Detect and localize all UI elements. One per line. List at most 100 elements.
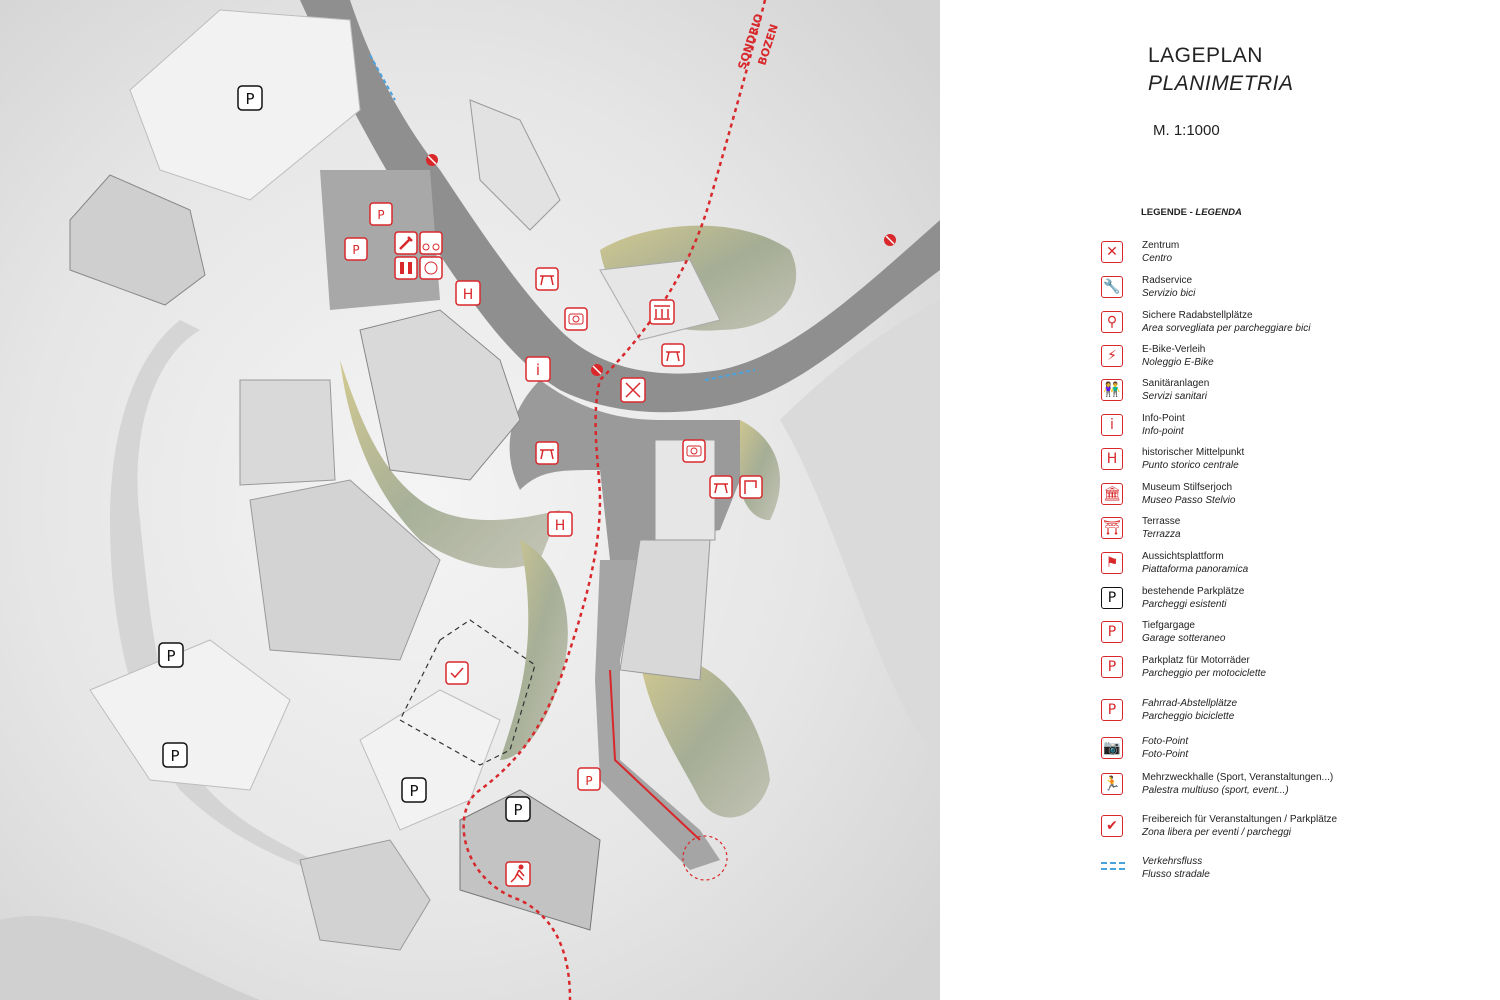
legend-label-de: Verkehrsfluss: [1142, 856, 1203, 867]
parking-lot-left: [89, 639, 291, 791]
terrace-marker: [535, 267, 559, 291]
legend-label-it: Flusso stradale: [1142, 869, 1210, 880]
toilet-marker: [394, 256, 418, 280]
runner-icon: 🏃: [1101, 773, 1123, 795]
parking-lot-center: [359, 689, 501, 831]
legend-label-de: Foto-Point: [1142, 736, 1189, 747]
motorcycle-parking-icon: P: [1101, 656, 1123, 678]
parking-marker: P: [401, 777, 427, 803]
terrain-ridge-right: [780, 300, 940, 760]
bike-parking-marker: P: [344, 237, 368, 261]
terrain-ridge: [0, 916, 260, 1000]
svg-text:P: P: [352, 243, 359, 257]
map-scale: M. 1:1000: [1153, 122, 1220, 139]
svg-text:P: P: [513, 801, 522, 819]
center-marker: [620, 377, 646, 403]
svg-text:i: i: [536, 361, 540, 379]
svg-text:P: P: [377, 208, 384, 222]
event-zone-outline: [399, 619, 536, 766]
parking-marker: P: [237, 85, 263, 111]
svg-text:H: H: [555, 518, 566, 534]
legend-label-de: Sichere Radabstellplätze: [1142, 310, 1253, 321]
bike-parking-icon: P: [1101, 699, 1123, 721]
underground-parking-marker: P: [577, 767, 601, 791]
legend-label-de: E-Bike-Verleih: [1142, 344, 1206, 355]
camera-marker: [564, 307, 588, 331]
legend-label-it: Noleggio E-Bike: [1142, 357, 1214, 368]
access-road: [595, 560, 720, 870]
traffic-flow-line: [1101, 868, 1125, 870]
site-map: SONDRIO BOZEN P P P P P P P H H i P: [0, 0, 940, 1000]
no-entry-sign: [426, 154, 438, 166]
calendar-marker: [445, 661, 469, 685]
traffic-flow-icon: [1101, 862, 1125, 864]
legend-label-it: Palestra multiuso (sport, event...): [1142, 785, 1289, 796]
legend-label-de: Tiefgargage: [1142, 620, 1195, 631]
runner-marker: [505, 861, 531, 887]
no-entry-sign: [884, 234, 896, 246]
motorcycle-parking-marker: P: [369, 202, 393, 226]
page-subtitle: PLANIMETRIA: [1148, 72, 1294, 95]
traffic-flow-arrow-north: [369, 54, 396, 101]
legend-label-de: Sanitäranlagen: [1142, 378, 1210, 389]
center-arrows-icon: ✕: [1101, 241, 1123, 263]
wrench-marker: [394, 231, 418, 255]
museum-marker: [649, 299, 675, 325]
legend-label-it: Parcheggi esistenti: [1142, 599, 1227, 610]
legend-label-de: historischer Mittelpunkt: [1142, 447, 1245, 458]
ebike-icon: ⚡: [1101, 345, 1123, 367]
legend-label-it: Zona libera per eventi / parcheggi: [1142, 827, 1291, 838]
svg-text:P: P: [585, 774, 592, 788]
access-route: [609, 669, 701, 841]
terrace-marker: [661, 343, 685, 367]
wrench-icon: 🔧: [1101, 276, 1123, 298]
historic-marker: H: [547, 511, 573, 537]
camera-icon: 📷: [1101, 737, 1123, 759]
legend-label-it: Museo Passo Stelvio: [1142, 495, 1236, 506]
traffic-flow-arrow-east: [704, 369, 756, 381]
legend-label-de: Radservice: [1142, 275, 1193, 286]
viewing-platform-marker: [739, 475, 763, 499]
calendar-icon: ✔: [1101, 815, 1123, 837]
secure-bike-marker: [419, 256, 443, 280]
svg-text:P: P: [170, 747, 179, 765]
terrace-marker: [709, 475, 733, 499]
no-entry-sign: [591, 364, 603, 376]
turnaround-circle: [682, 835, 728, 881]
terrace-marker: [535, 441, 559, 465]
historic-h-icon: H: [1101, 448, 1123, 470]
legend-label-it: Info-point: [1142, 426, 1184, 437]
legend-label-it: Piattaforma panoramica: [1142, 564, 1249, 575]
museum-icon: 🏛: [1101, 483, 1123, 505]
legend-label-de: Zentrum: [1142, 240, 1180, 251]
legend-label-de: Fahrrad-Abstellplätze: [1142, 698, 1238, 709]
camera-marker: [682, 439, 706, 463]
legend-label-de: Museum Stilfserjoch: [1142, 482, 1233, 493]
ebike-marker: [419, 231, 443, 255]
svg-text:H: H: [463, 287, 474, 303]
legend-panel: [940, 0, 1500, 1000]
legend-label-it: Punto storico centrale: [1142, 460, 1239, 471]
legend-label-de: bestehende Parkplätze: [1142, 586, 1245, 597]
parking-icon: P: [1101, 587, 1123, 609]
legend-label-de: Info-Point: [1142, 413, 1185, 424]
legend-label-de: Terrasse: [1142, 516, 1181, 527]
historic-marker: H: [455, 280, 481, 306]
parking-marker: P: [158, 642, 184, 668]
legend-label-it: Garage sotteraneo: [1142, 633, 1226, 644]
legend-label-it: Centro: [1142, 253, 1173, 264]
legend-item: 🏃Mehrzweckhalle (Sport, Veranstaltungen.…: [1101, 772, 1481, 803]
secure-bike-icon: ⚲: [1101, 311, 1123, 333]
